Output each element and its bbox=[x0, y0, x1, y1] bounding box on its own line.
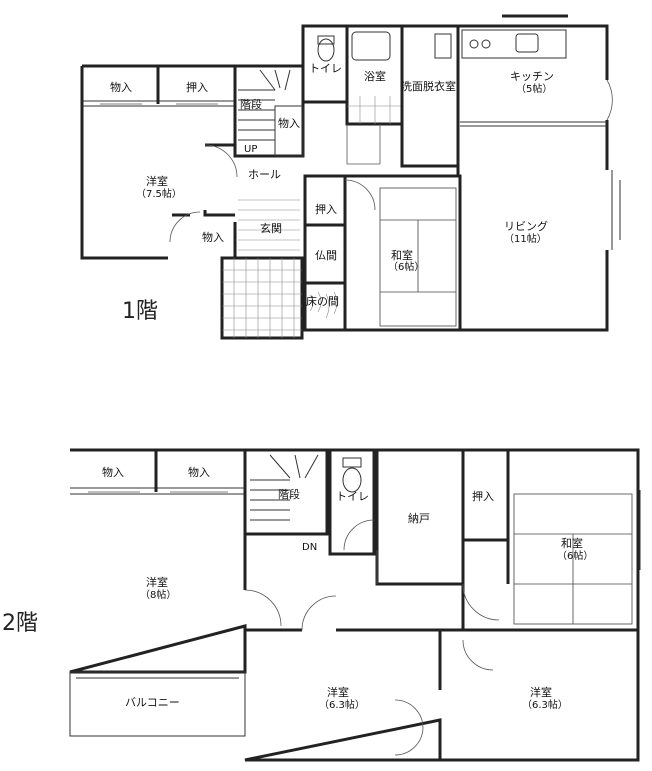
f1-closet-entry-label: 物入 bbox=[202, 230, 224, 244]
f2-washitsu-label: 和室 bbox=[561, 536, 583, 550]
f2-dn-label: DN bbox=[302, 542, 317, 553]
f1-closet-b-label: 押入 bbox=[186, 80, 208, 94]
f2-toilet-label: トイレ bbox=[336, 490, 369, 503]
f2-youshitsu-mid-size: （6.3帖） bbox=[319, 698, 365, 711]
f1-living-label: リビング bbox=[504, 219, 548, 233]
f1-bath-label: 浴室 bbox=[364, 69, 386, 83]
f1-closet-stair-label: 物入 bbox=[278, 116, 300, 130]
f1-youshitsu-label: 洋室 bbox=[146, 174, 168, 188]
floor1-plan: 物入 押入 洋室 （7.5帖） 階段 物入 UP トイレ 浴室 洗面脱衣室 キッ… bbox=[80, 14, 621, 340]
f1-oshiire-label: 押入 bbox=[315, 202, 337, 216]
f1-living-size: （11帖） bbox=[504, 232, 547, 245]
f1-butsuma-label: 仏間 bbox=[315, 249, 337, 262]
f1-hall-label: ホール bbox=[248, 168, 281, 181]
f2-balcony-label: バルコニー bbox=[125, 696, 180, 709]
f2-closet-a-label: 物入 bbox=[102, 465, 124, 479]
f1-caption: 1階 bbox=[122, 299, 158, 324]
f1-washitsu-size: （6帖） bbox=[388, 260, 424, 273]
f2-youshitsu-size: （8帖） bbox=[140, 588, 176, 601]
f1-tokonoma-label: 床の間 bbox=[306, 294, 339, 308]
f2-closet-b-label: 物入 bbox=[188, 465, 210, 479]
f1-entrance-label: 玄関 bbox=[260, 221, 282, 235]
f1-up-label: UP bbox=[244, 144, 257, 155]
f2-youshitsu-label: 洋室 bbox=[146, 575, 168, 589]
f1-closet-a-label: 物入 bbox=[110, 80, 132, 94]
f1-youshitsu-size: （7.5帖） bbox=[136, 187, 182, 200]
f1-kitchen-size: （5帖） bbox=[516, 82, 552, 95]
f1-stairs-label: 階段 bbox=[240, 97, 262, 111]
f2-nando-label: 納戸 bbox=[408, 512, 430, 525]
f2-caption: 2階 bbox=[2, 611, 38, 636]
f1-toilet-label: トイレ bbox=[309, 62, 342, 75]
f2-stairs-label: 階段 bbox=[278, 487, 300, 501]
floor2-plan: 物入 物入 洋室 （8帖） バルコニー 階段 DN トイレ 納戸 押入 和室 （… bbox=[2, 448, 641, 762]
f2-youshitsu-right-size: （6.3帖） bbox=[522, 698, 568, 711]
f2-washitsu-size: （6帖） bbox=[557, 549, 593, 562]
f1-washroom-label: 洗面脱衣室 bbox=[401, 79, 456, 93]
f2-youshitsu-right-label: 洋室 bbox=[530, 685, 552, 699]
f1-kitchen-label: キッチン bbox=[510, 70, 554, 83]
f1-washitsu-label: 和室 bbox=[391, 248, 413, 262]
f2-youshitsu-mid-label: 洋室 bbox=[327, 685, 349, 699]
f2-oshiire-label: 押入 bbox=[472, 489, 494, 503]
